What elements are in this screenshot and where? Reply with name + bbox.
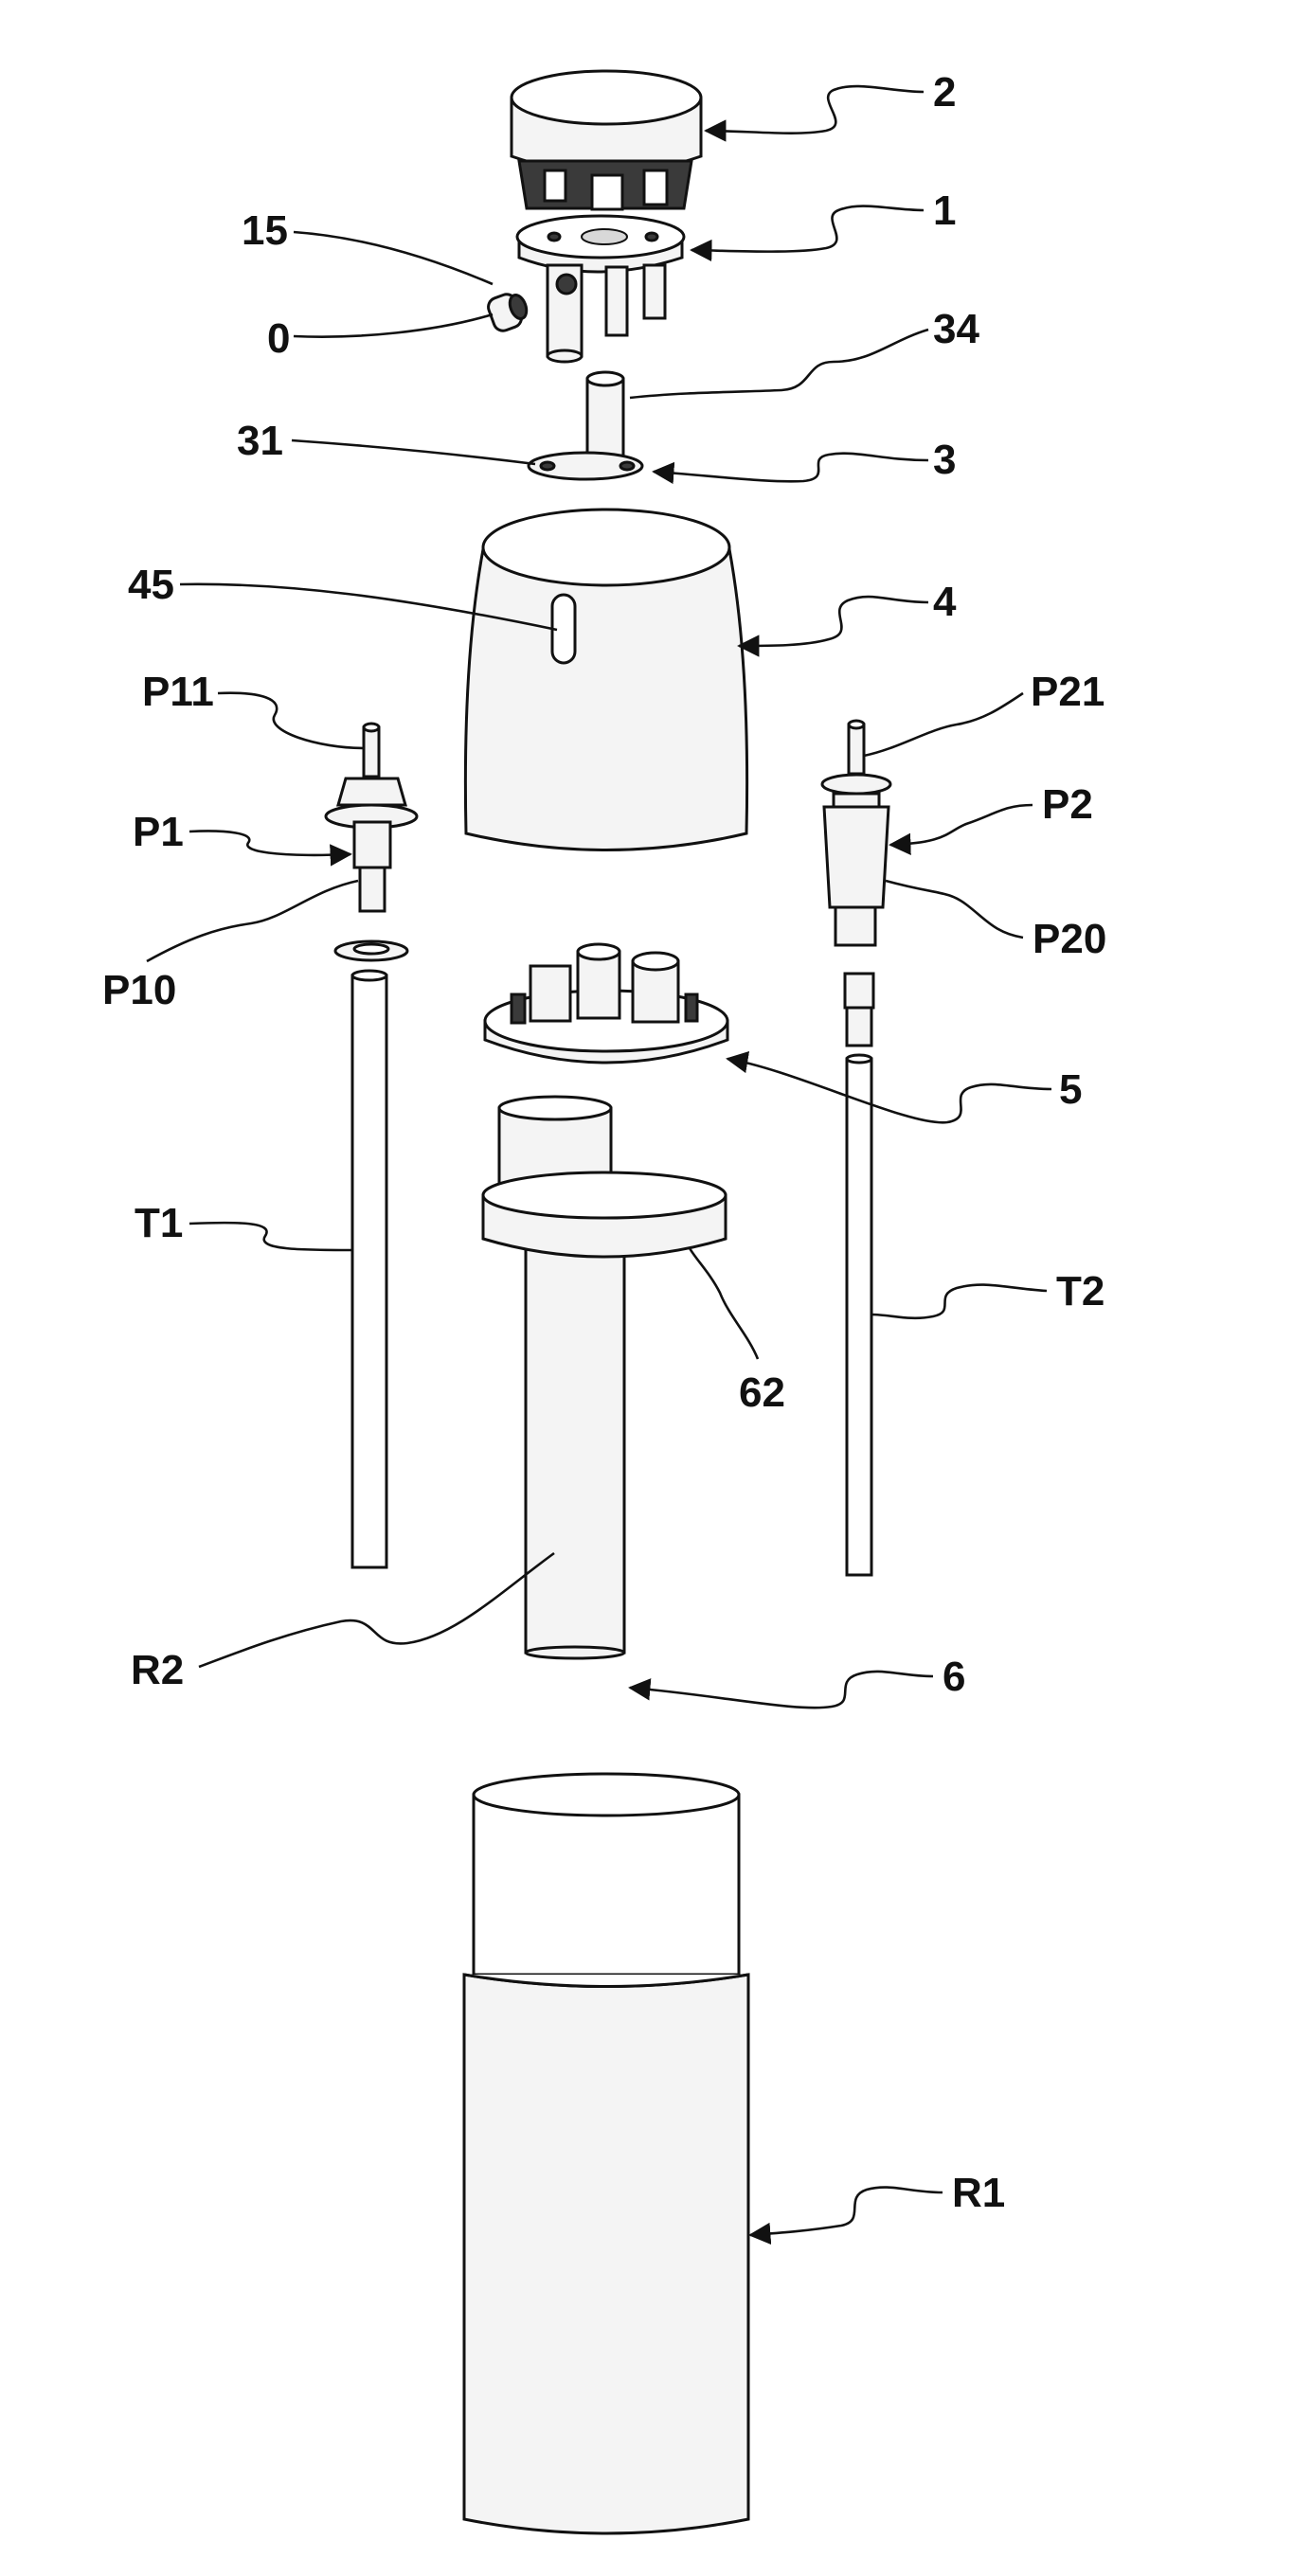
leader-34 bbox=[630, 330, 928, 398]
part-62-collar bbox=[483, 1172, 726, 1257]
label-T1: T1 bbox=[135, 1200, 183, 1246]
leader-P1 bbox=[189, 832, 350, 855]
leader-5 bbox=[727, 1059, 1051, 1122]
label-45: 45 bbox=[128, 562, 174, 608]
label-5: 5 bbox=[1059, 1066, 1082, 1113]
leader-62 bbox=[690, 1248, 758, 1359]
leader-P11 bbox=[218, 693, 365, 748]
part-P1-nozzle bbox=[326, 724, 417, 960]
label-62: 62 bbox=[739, 1369, 785, 1416]
leader-4 bbox=[739, 597, 928, 646]
label-P21: P21 bbox=[1031, 669, 1104, 715]
leader-2 bbox=[706, 86, 924, 134]
leader-1 bbox=[691, 206, 924, 252]
part-0-plug bbox=[486, 292, 530, 333]
leader-P20 bbox=[886, 881, 1023, 938]
label-3: 3 bbox=[933, 437, 956, 483]
part-1-body bbox=[517, 216, 684, 362]
part-T1-tube bbox=[352, 971, 386, 1567]
part-4-cover bbox=[465, 510, 746, 850]
part-R1-outer-cylinder bbox=[464, 1774, 748, 2533]
leader-31 bbox=[292, 440, 535, 464]
label-P20: P20 bbox=[1033, 916, 1106, 962]
leader-R2 bbox=[199, 1553, 554, 1667]
label-T2: T2 bbox=[1056, 1268, 1104, 1315]
label-34: 34 bbox=[933, 306, 979, 352]
leader-T1 bbox=[189, 1223, 352, 1250]
leader-R1 bbox=[750, 2188, 943, 2235]
label-P2: P2 bbox=[1042, 781, 1093, 828]
label-1: 1 bbox=[933, 188, 956, 234]
leader-P21 bbox=[864, 693, 1023, 756]
label-R2: R2 bbox=[131, 1647, 184, 1693]
leader-P2 bbox=[890, 805, 1033, 845]
label-R1: R1 bbox=[952, 2170, 1005, 2216]
label-15: 15 bbox=[242, 207, 288, 254]
leader-0 bbox=[294, 314, 493, 337]
leader-15 bbox=[294, 232, 493, 284]
label-2: 2 bbox=[933, 69, 956, 116]
part-2-cap bbox=[512, 71, 701, 209]
part-5-distributor bbox=[485, 944, 727, 1063]
label-P1: P1 bbox=[133, 809, 184, 855]
leader-T2 bbox=[871, 1285, 1047, 1318]
label-P11: P11 bbox=[142, 669, 214, 715]
part-3-flange bbox=[529, 453, 642, 479]
label-4: 4 bbox=[933, 579, 957, 625]
part-P2-nozzle bbox=[822, 721, 890, 1046]
leader-3 bbox=[654, 454, 928, 482]
part-T2-tube bbox=[847, 1055, 871, 1575]
label-P10: P10 bbox=[102, 967, 176, 1013]
label-6: 6 bbox=[943, 1654, 965, 1700]
label-31: 31 bbox=[237, 418, 283, 464]
label-0: 0 bbox=[267, 315, 290, 362]
leader-6 bbox=[630, 1672, 933, 1708]
leader-P10 bbox=[147, 881, 358, 961]
